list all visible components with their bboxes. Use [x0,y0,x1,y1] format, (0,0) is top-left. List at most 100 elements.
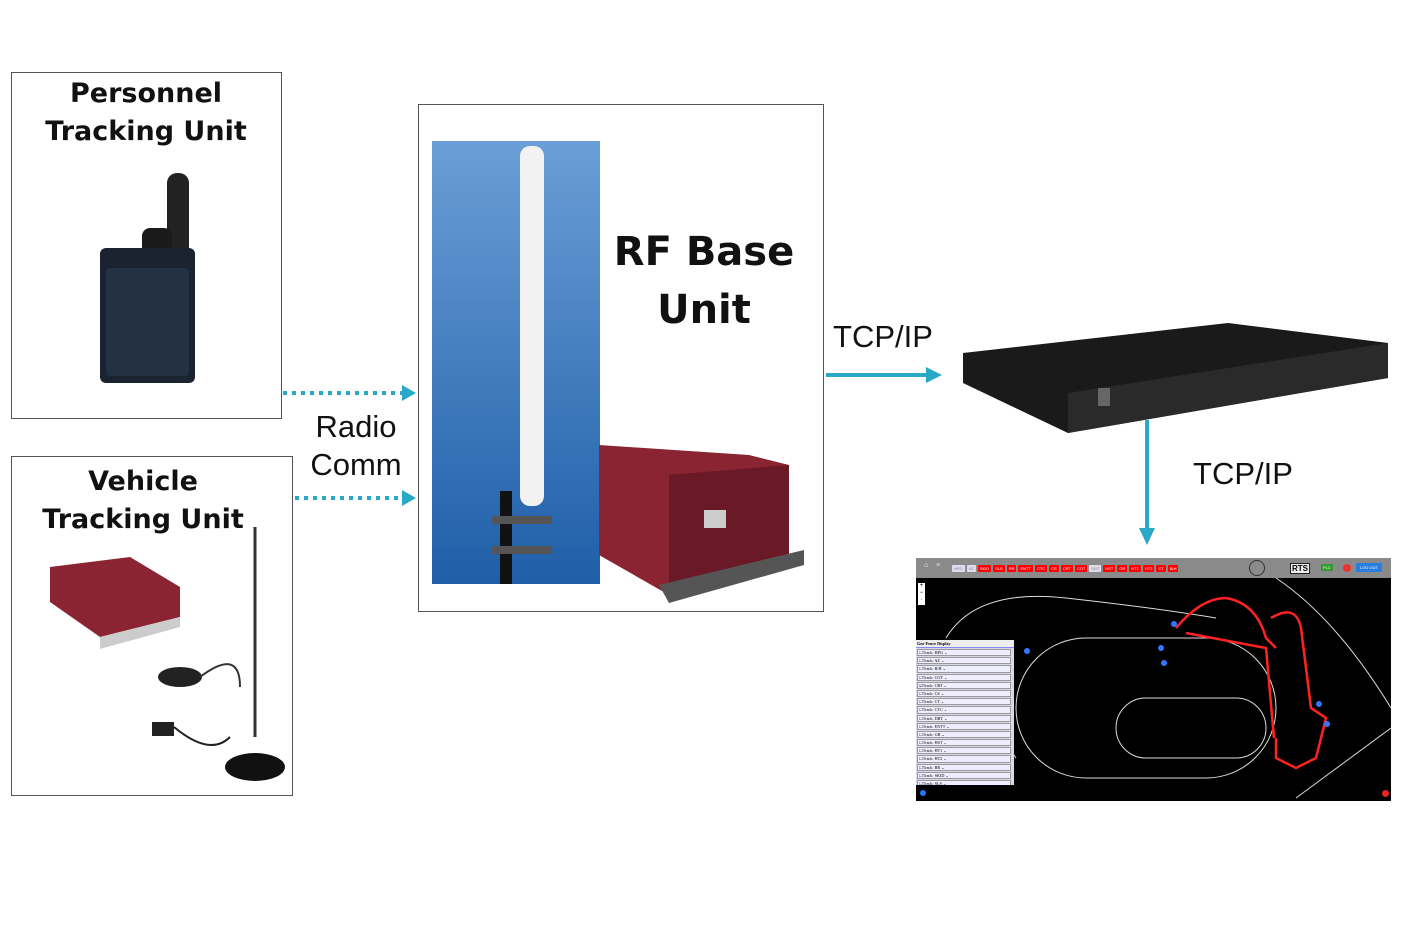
track-label: Track: SLS [922,781,942,785]
track-checkbox[interactable]: ☐ [919,715,923,721]
geo-fence-track-row[interactable]: ☐Track: SLS ⌄ [917,780,1011,785]
track-toggle-button[interactable]: B/H [1167,564,1179,572]
chevron-down-icon[interactable]: ⌄ [944,772,949,778]
track-toggle-button[interactable]: HT1 [1129,564,1141,572]
home-icon[interactable]: ⌂ [924,562,929,569]
track-toggle-button[interactable]: HPG [952,564,965,572]
geo-fence-track-row[interactable]: ☐Track: COT ⌄ [917,673,1011,681]
zoom-controls[interactable]: +−· [918,583,925,605]
chevron-down-icon[interactable]: ⌄ [942,682,947,688]
chevron-down-icon[interactable]: ⌄ [942,740,947,746]
geo-fence-track-row[interactable]: ☐Track: SKID ⌄ [917,771,1011,779]
logout-button[interactable]: LOG OUT [1356,563,1383,572]
track-label: Track: HT2 [922,756,943,762]
track-toggle-button[interactable]: HT2 [1142,564,1155,572]
track-toggle-button[interactable]: RR [1006,564,1017,572]
track-checkbox[interactable]: ☐ [919,772,923,778]
geo-fence-track-row[interactable]: ☐Track: HT2 ⌄ [917,755,1011,763]
track-label: Track: HPG [922,650,943,655]
track-checkbox[interactable]: ☐ [919,707,923,713]
chevron-down-icon[interactable]: ⌄ [945,723,950,729]
geo-fence-track-row[interactable]: ☐Track: HT1 ⌄ [917,747,1011,755]
chevron-down-icon[interactable]: ⌄ [941,781,947,785]
chevron-down-icon[interactable]: ⌄ [940,764,945,770]
track-label: Track: HST [922,740,943,746]
track-label: Track: RR [922,764,941,770]
track-checkbox[interactable]: ☐ [919,731,923,737]
chevron-down-icon[interactable]: ⌄ [942,715,948,721]
tcp-ip-label-1: TCP/IP [833,319,933,354]
server-image [963,323,1388,433]
chevron-down-icon[interactable]: ⌄ [939,690,945,696]
track-checkbox[interactable]: ☐ [919,756,923,762]
track-checkbox[interactable]: ☑ [919,682,923,688]
geo-fence-track-row[interactable]: ☑Track: CRT ⌄ [917,681,1011,689]
track-toggle-button[interactable]: CT [1156,564,1166,572]
map-tracks [916,577,1391,799]
geo-fence-track-row[interactable]: ☐Track: DBT ⌄ [917,714,1011,722]
track-checkbox[interactable]: ☐ [919,658,923,664]
geo-fence-track-row[interactable]: ☐Track: RR ⌄ [917,763,1011,771]
chevron-down-icon[interactable]: ⌄ [942,748,947,754]
track-toggle-button[interactable]: DBT [1089,564,1102,572]
geo-fence-track-row[interactable]: ☐Track: B/H ⌄ [917,665,1011,673]
track-checkbox[interactable]: ☐ [919,650,923,655]
track-label: Track: CTC [922,707,943,713]
track-toggle-button[interactable]: CTC [1034,564,1048,572]
track-label: Track: HT1 [922,748,943,754]
chevron-down-icon[interactable]: ⌄ [942,650,948,655]
info-icon[interactable] [920,790,926,796]
geo-fence-track-row[interactable]: ☐Track: HST ⌄ [917,739,1011,747]
track-toggle-button[interactable]: SKID [977,564,992,572]
track-toggle-button[interactable]: AZ [966,564,976,572]
track-checkbox[interactable]: ☐ [919,740,923,746]
track-checkbox[interactable]: ☐ [919,690,923,696]
track-checkbox[interactable]: ☐ [919,666,923,672]
track-toggle-button[interactable]: HST [1103,564,1116,572]
radio-arrows [283,385,416,506]
track-checkbox[interactable]: ☐ [919,699,923,705]
chevron-down-icon[interactable]: ⌄ [942,756,947,762]
track-toggle-button[interactable]: GR [1117,564,1128,572]
geo-fence-track-row[interactable]: ☐Track: CS ⌄ [917,689,1011,698]
track-toggle-button[interactable]: COT [1074,564,1088,572]
track-toggle-button[interactable]: ENTT [1018,564,1033,572]
geo-fence-track-row[interactable]: ☐Track: CTC ⌄ [917,706,1011,714]
track-toggle-button[interactable]: SLS [993,564,1005,572]
track-toggle-button[interactable]: CRT [1060,564,1073,572]
geo-fence-track-row[interactable]: ☐Track: GR ⌄ [917,730,1011,739]
geo-fence-track-row[interactable]: ☐Track: ENTT ⌄ [917,722,1011,730]
chevron-down-icon[interactable]: ⌄ [941,666,947,672]
track-label: Track: CRT [922,682,943,688]
track-toggle-button[interactable]: CS [1049,564,1059,572]
track-checkbox[interactable]: ☐ [919,764,923,770]
track-label: Track: ENTT [922,723,946,729]
brand-logo-icon [1249,560,1265,576]
chevron-down-icon[interactable]: ⌄ [940,731,945,737]
geo-fence-track-row[interactable]: ☐Track: CT ⌄ [917,698,1011,706]
track-checkbox[interactable]: ☐ [919,723,923,729]
track-checkbox[interactable]: ☐ [919,781,923,785]
chevron-down-icon[interactable]: ⌄ [939,699,945,705]
alert-icon[interactable] [1343,564,1351,572]
alarm-icon[interactable] [1382,790,1389,797]
track-checkbox[interactable]: ☐ [919,748,923,754]
track-checkbox[interactable]: ☐ [919,674,923,680]
geo-fence-track-row[interactable]: ☐Track: HPG ⌄ [917,649,1011,657]
rf-base-box-image [599,445,804,603]
geo-fence-track-row[interactable]: ☐Track: AZ ⌄ [917,657,1011,665]
plc-button[interactable]: PLC [1321,564,1333,571]
chevron-down-icon[interactable]: ⌄ [939,658,945,664]
chevron-down-icon[interactable]: ⌄ [942,674,948,680]
menu-icon[interactable]: ≡ [936,562,941,569]
track-label: Track: DBT [922,715,943,721]
chevron-down-icon[interactable]: ⌄ [942,707,948,713]
